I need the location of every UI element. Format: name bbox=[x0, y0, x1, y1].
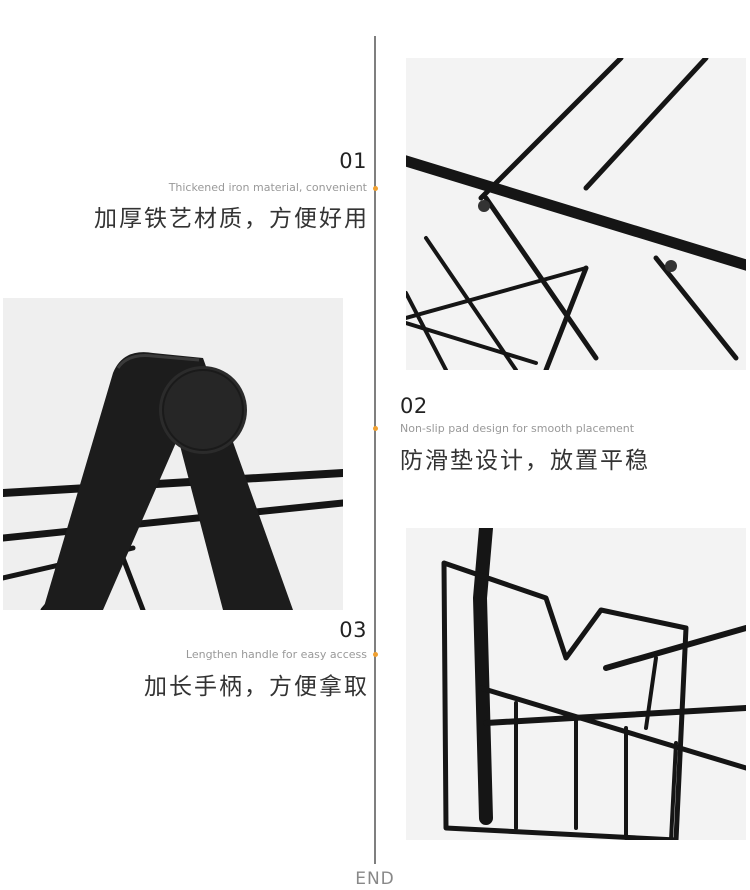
feature-english-caption: Thickened iron material, convenient bbox=[168, 181, 367, 194]
feature-chinese-caption: 加长手柄，方便拿取 bbox=[144, 674, 369, 700]
feature-number: 02 bbox=[400, 394, 428, 418]
timeline-dot bbox=[373, 652, 378, 657]
feature-chinese-caption: 防滑垫设计，放置平稳 bbox=[400, 448, 650, 474]
nonslip-pad-image bbox=[3, 298, 343, 610]
feature-chinese-caption: 加厚铁艺材质，方便好用 bbox=[94, 206, 369, 232]
timeline-dot bbox=[373, 426, 378, 431]
photo-handle-detail bbox=[406, 528, 746, 840]
center-timeline bbox=[374, 36, 376, 864]
iron-rack-image bbox=[406, 58, 746, 370]
feature-number: 01 bbox=[339, 149, 367, 173]
end-label: END bbox=[355, 869, 395, 889]
photo-nonslip-pad-detail bbox=[3, 298, 343, 610]
timeline-dot bbox=[373, 186, 378, 191]
handle-image bbox=[406, 528, 746, 840]
photo-iron-rack-detail bbox=[406, 58, 746, 370]
feature-english-caption: Non-slip pad design for smooth placement bbox=[400, 422, 635, 435]
feature-number: 03 bbox=[339, 618, 367, 642]
feature-english-caption: Lengthen handle for easy access bbox=[185, 648, 367, 661]
